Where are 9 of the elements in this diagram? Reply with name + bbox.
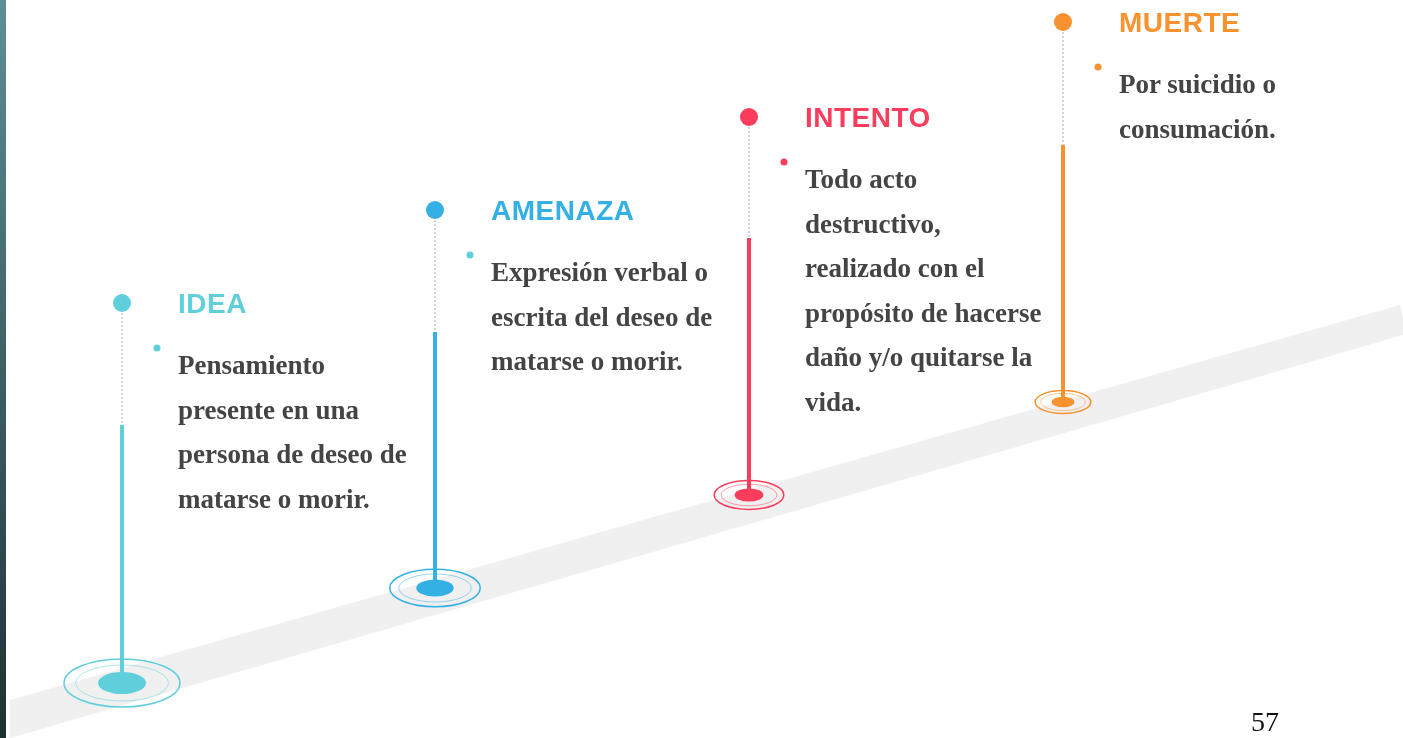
- stage-description: Expresión verbal o escrita del deseo de matarse o morir.: [491, 256, 714, 378]
- stage-heading: AMENAZA: [491, 194, 636, 228]
- stage-description: Pensamiento presente en una persona de deseo de matarse o morir.: [178, 349, 408, 516]
- stage-description: Por suicidio o consumación.: [1119, 68, 1278, 146]
- page-number: 57: [1251, 706, 1279, 738]
- stage-heading: INTENTO: [805, 101, 932, 135]
- stage-description: Todo acto destructivo, realizado con el propósito de hacerse daño y/o quitarse la vida.: [805, 163, 1043, 419]
- stage-heading: IDEA: [178, 287, 248, 321]
- stage-heading: MUERTE: [1119, 6, 1242, 40]
